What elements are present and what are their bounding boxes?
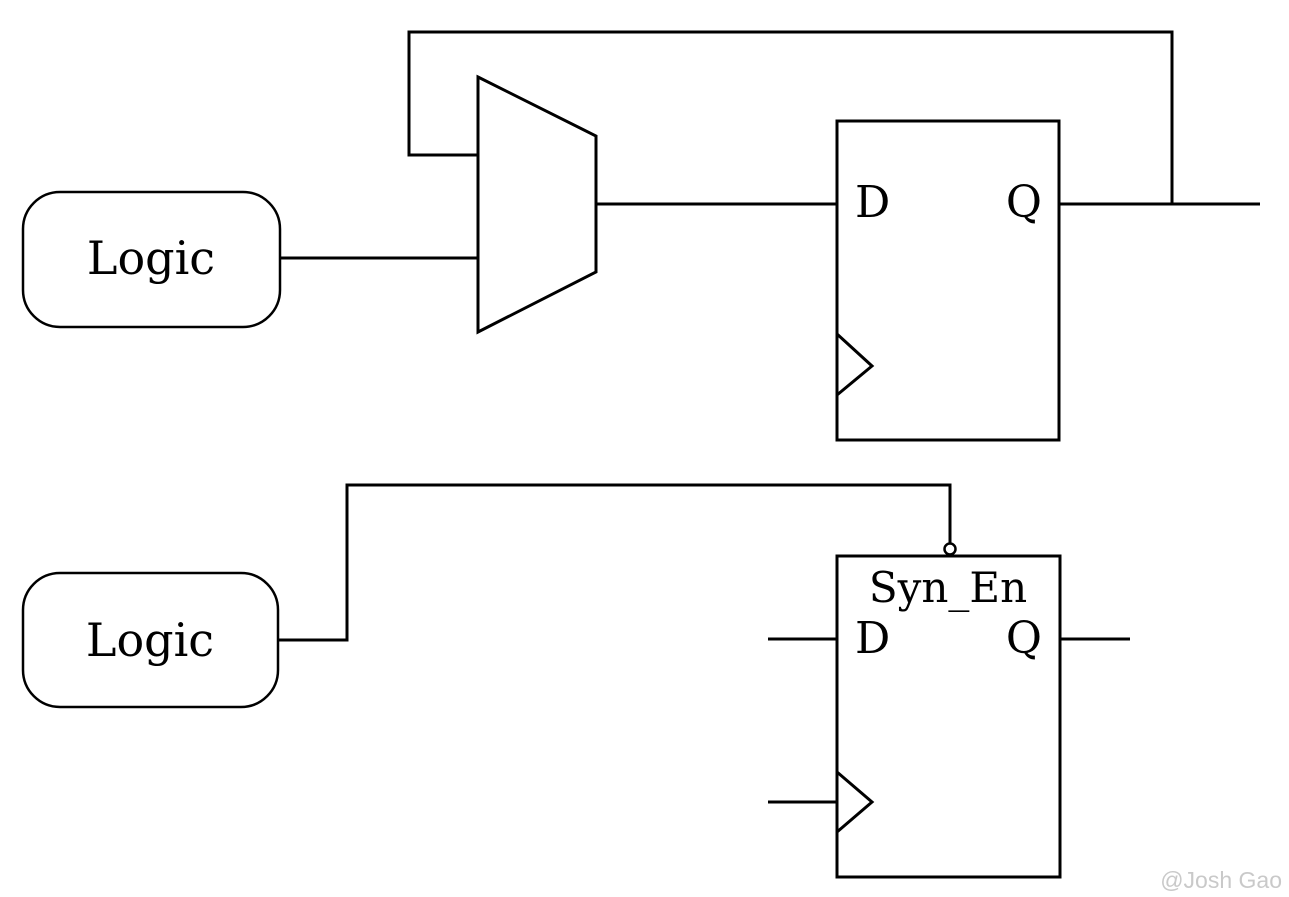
enable-pin-bubble-icon [943, 542, 957, 556]
logic-label-top: Logic [87, 231, 215, 285]
dff-top-q-label: Q [1006, 177, 1042, 228]
top-circuit: Logic D Q [21, 30, 1260, 442]
dff-bottom-box [835, 554, 1062, 879]
logic-block-top [21, 190, 282, 329]
feedback-wire [407, 30, 1174, 204]
mux-shape [476, 74, 598, 335]
dff-bottom-enable-label: Syn_En [869, 563, 1027, 612]
wire-logic-to-enable [278, 483, 952, 642]
dff-top-box [835, 119, 1061, 442]
logic-block-bottom [21, 571, 280, 709]
dff-bottom-q-label: Q [1006, 613, 1042, 664]
dff-bottom-d-label: D [855, 613, 890, 664]
watermark-text: @Josh Gao [1160, 867, 1282, 893]
dff-top-clock-triangle-icon [835, 332, 875, 397]
bottom-circuit: Logic Syn_En D Q [21, 483, 1130, 879]
logic-label-bottom: Logic [86, 613, 214, 667]
dff-top-d-label: D [855, 177, 890, 228]
dff-bottom-clock-triangle-icon [836, 770, 875, 834]
